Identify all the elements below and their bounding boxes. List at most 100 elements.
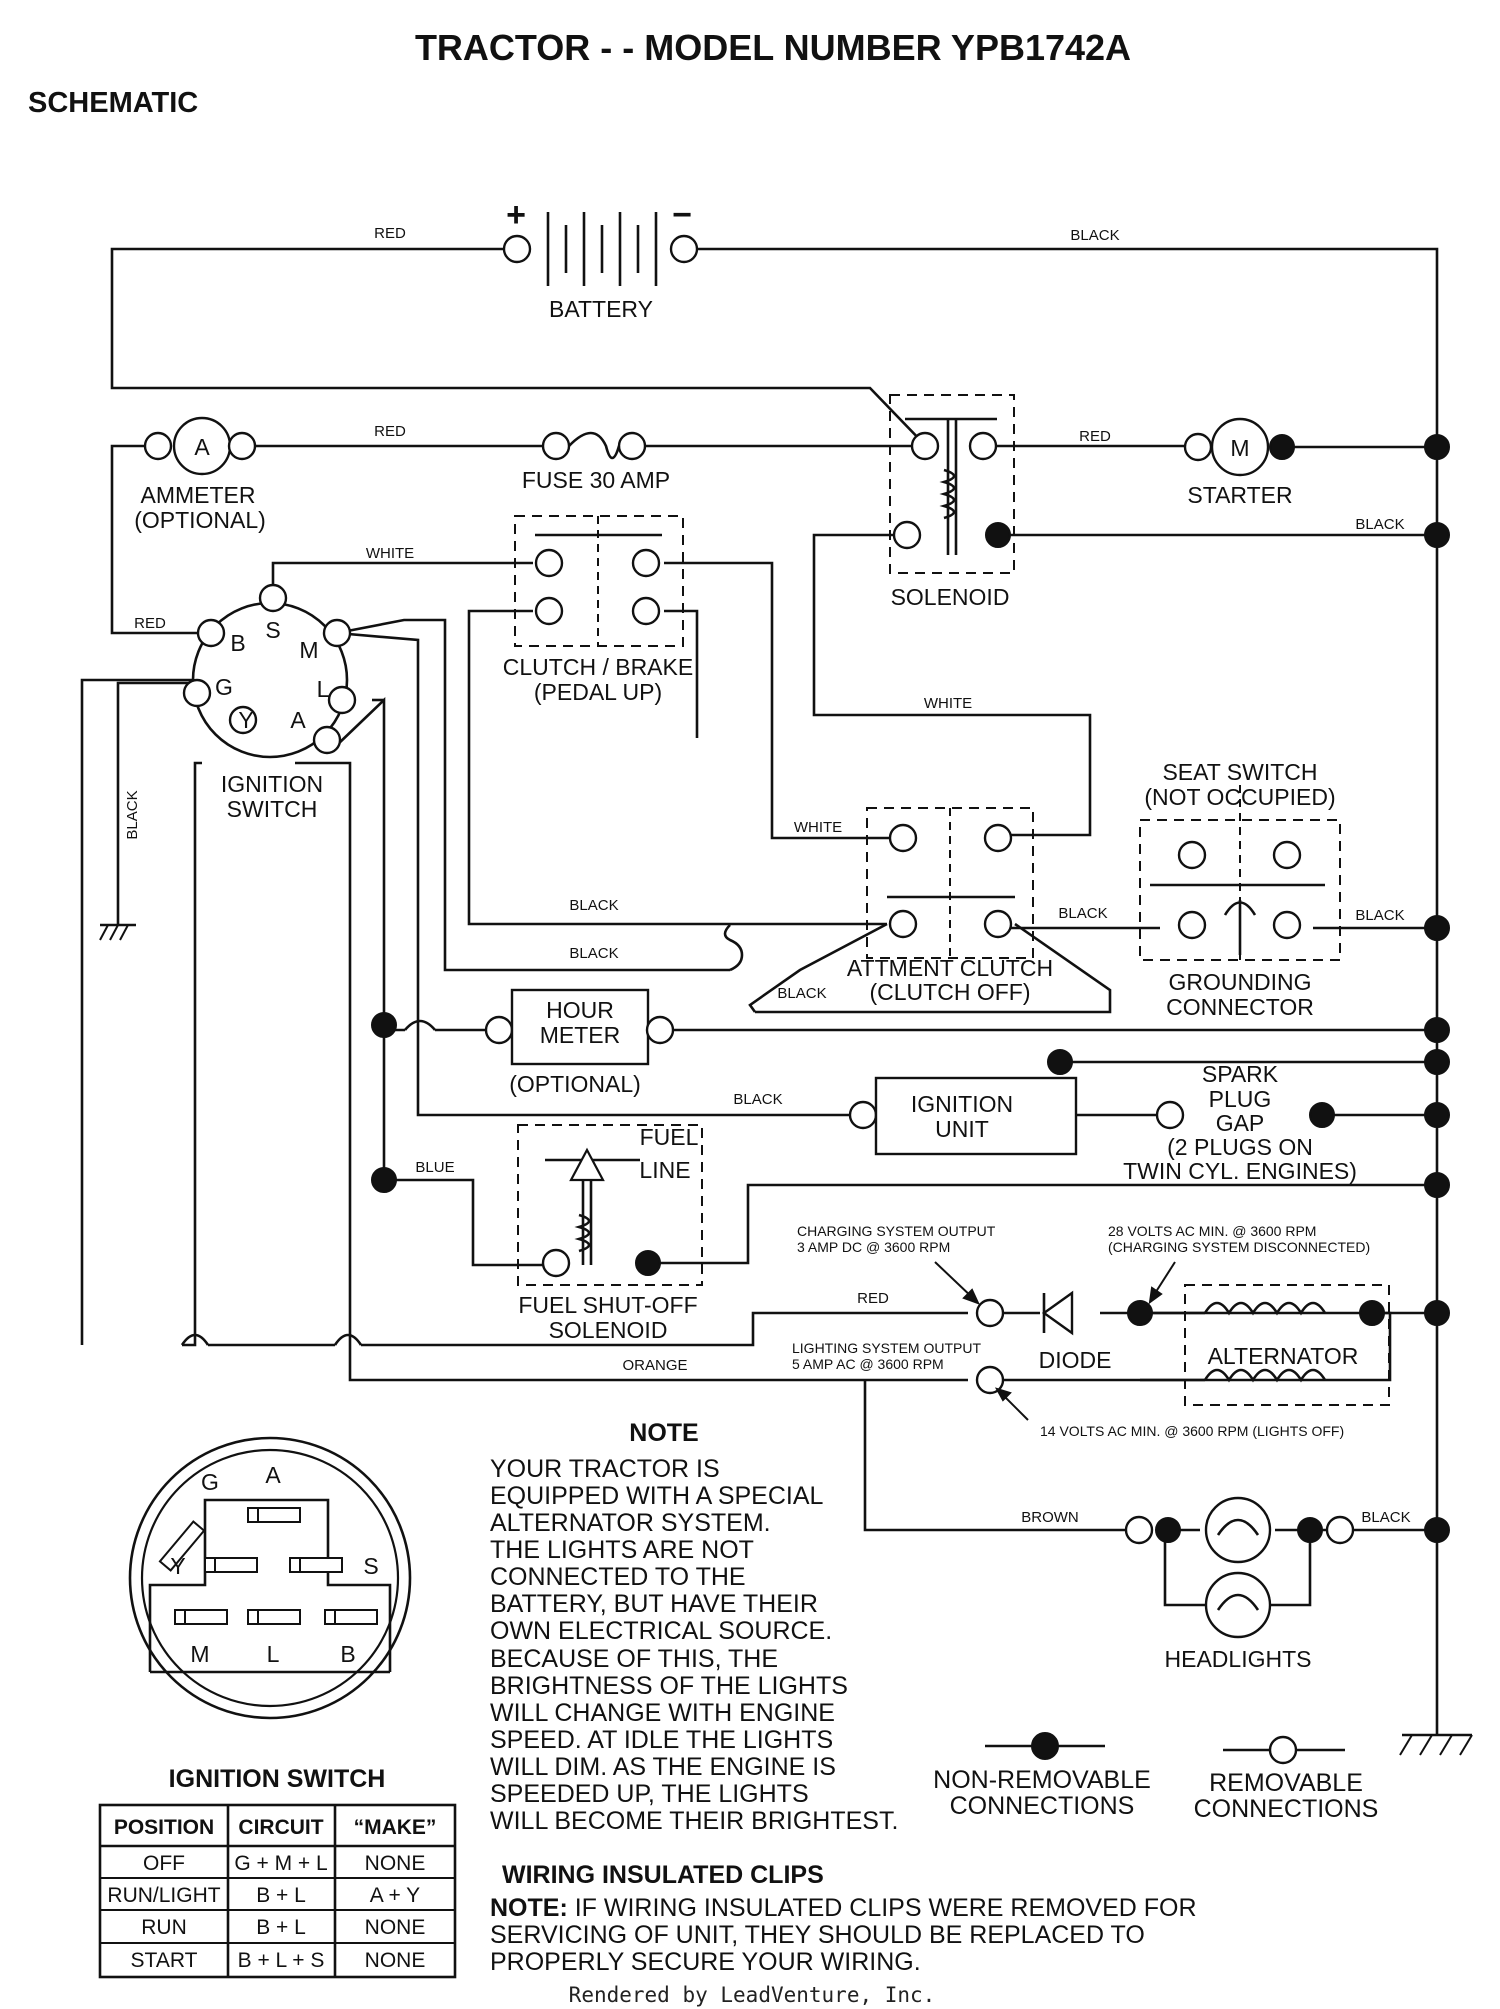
- ignition-switch-label: IGNITION: [221, 771, 323, 797]
- note-line: BECAUSE OF THIS, THE: [490, 1645, 778, 1673]
- ignition-unit-label-2: UNIT: [935, 1116, 989, 1142]
- table-cell: RUN/LIGHT: [107, 1884, 220, 1907]
- ground-bus-connections: [1424, 434, 1450, 1543]
- legend-non-removable: NON-REMOVABLE: [933, 1766, 1151, 1794]
- hour-meter-label: HOUR: [546, 997, 614, 1023]
- legend-removable: REMOVABLE: [1209, 1769, 1363, 1797]
- table-cell: START: [131, 1949, 198, 1972]
- table-cell: B + L + S: [238, 1949, 325, 1972]
- clips-note-label: NOTE:: [490, 1894, 568, 1922]
- grounding-connector-label-2: CONNECTOR: [1166, 994, 1314, 1020]
- wire-label-black-clutch-3: BLACK: [777, 985, 826, 1002]
- charging-system: DIODE ALTERNATOR: [934, 1261, 1390, 1421]
- switch-face-letter-y: Y: [170, 1553, 185, 1579]
- wire-label-black-seat-left: BLACK: [1058, 905, 1107, 922]
- wire-label-black-clutch-2: BLACK: [569, 945, 618, 962]
- wiring: [80, 247, 1473, 1756]
- note-line: WILL CHANGE WITH ENGINE: [490, 1699, 835, 1727]
- fuel-line-label-2: LINE: [639, 1157, 690, 1183]
- ignition-switch-label-2: SWITCH: [227, 796, 318, 822]
- note-line: WILL DIM. AS THE ENGINE IS: [490, 1753, 836, 1781]
- solenoid-label: SOLENOID: [891, 584, 1010, 610]
- fuel-shutoff-solenoid: FUEL LINE FUEL SHUT-OFF SOLENOID: [371, 1124, 703, 1343]
- clutch-brake-pedal-up: (PEDAL UP): [534, 679, 662, 705]
- table-cell: RUN: [141, 1916, 187, 1939]
- spark-plug-note: (2 PLUGS ON: [1167, 1134, 1313, 1160]
- headlights-label: HEADLIGHTS: [1165, 1646, 1312, 1672]
- volts-14-note: 14 VOLTS AC MIN. @ 3600 RPM (LIGHTS OFF): [1040, 1423, 1344, 1439]
- hour-meter-label-2: METER: [540, 1022, 621, 1048]
- clips-line-2: SERVICING OF UNIT, THEY SHOULD BE REPLAC…: [490, 1921, 1145, 1949]
- wire-label-red-charge: RED: [857, 1290, 889, 1307]
- attachment-clutch-label: ATTMENT CLUTCH: [847, 955, 1053, 981]
- note-line: BATTERY, BUT HAVE THEIR: [490, 1590, 818, 1618]
- alternator-note: NOTE YOUR TRACTOR IS EQUIPPED WITH A SPE…: [490, 1419, 898, 1835]
- wiring-clips-note: WIRING INSULATED CLIPS NOTE: IF WIRING I…: [490, 1861, 1197, 1976]
- wire-label-black-clutch-1: BLACK: [569, 897, 618, 914]
- page-title: TRACTOR - - MODEL NUMBER YPB1742A: [415, 27, 1131, 68]
- note-line: SPEED. AT IDLE THE LIGHTS: [490, 1726, 833, 1754]
- charging-output-note-2: 3 AMP DC @ 3600 RPM: [797, 1239, 950, 1255]
- volts-28-note-2: (CHARGING SYSTEM DISCONNECTED): [1108, 1239, 1370, 1255]
- table-cell: B + L: [256, 1884, 306, 1907]
- table-header-circuit: CIRCUIT: [238, 1816, 323, 1839]
- clips-note-text: IF WIRING INSULATED CLIPS WERE REMOVED F…: [568, 1894, 1197, 1922]
- wire-label-white-solenoid: WHITE: [924, 695, 972, 712]
- wire-label-black-ignition: BLACK: [733, 1091, 782, 1108]
- hour-meter: HOUR METER (OPTIONAL): [371, 988, 675, 1097]
- wire-label-red-switch: RED: [134, 615, 166, 632]
- lighting-output-note: LIGHTING SYSTEM OUTPUT: [792, 1340, 981, 1356]
- fuel-solenoid-label: FUEL SHUT-OFF: [518, 1292, 697, 1318]
- switch-face-letter-s: S: [363, 1553, 378, 1579]
- wire-label-black-solenoid: BLACK: [1355, 516, 1404, 533]
- ignition-table-title: IGNITION SWITCH: [169, 1765, 386, 1793]
- table-header-make: “MAKE”: [354, 1816, 437, 1839]
- ignition-terminal-m: M: [299, 637, 318, 663]
- footer-credit: Rendered by LeadVenture, Inc.: [569, 1983, 936, 2007]
- table-cell: NONE: [365, 1949, 426, 1972]
- charging-output-note: CHARGING SYSTEM OUTPUT: [797, 1223, 996, 1239]
- wire-label-black-vertical: BLACK: [124, 790, 141, 839]
- volts-28-note: 28 VOLTS AC MIN. @ 3600 RPM: [1108, 1223, 1316, 1239]
- attachment-clutch-switch: ATTMENT CLUTCH (CLUTCH OFF): [847, 807, 1053, 1005]
- wire-labels: RED BLACK RED RED BLACK WHITE RED WHITE …: [124, 225, 1411, 1526]
- solenoid: SOLENOID: [889, 394, 1015, 610]
- starter-label: STARTER: [1187, 482, 1292, 508]
- table-cell: OFF: [143, 1852, 185, 1875]
- fuel-solenoid-label-2: SOLENOID: [549, 1317, 668, 1343]
- diode-label: DIODE: [1039, 1347, 1112, 1373]
- table-cell: G + M + L: [234, 1852, 327, 1875]
- wire-label-red-battery: RED: [374, 225, 406, 242]
- ammeter-optional: (OPTIONAL): [134, 507, 266, 533]
- table-cell: A + Y: [370, 1884, 420, 1907]
- battery-negative-sign: −: [672, 196, 692, 234]
- spark-plug-note-2: TWIN CYL. ENGINES): [1123, 1158, 1357, 1184]
- seat-switch-not-occupied: (NOT OCCUPIED): [1144, 784, 1335, 810]
- switch-face-letter-a: A: [265, 1462, 281, 1488]
- ignition-terminal-l: L: [317, 676, 330, 702]
- table-cell: NONE: [365, 1916, 426, 1939]
- table-cell: NONE: [365, 1852, 426, 1875]
- switch-face-letter-g: G: [201, 1469, 219, 1495]
- ignition-unit: IGNITION UNIT SPARK PLUG GAP (2 PLUGS ON…: [848, 1049, 1357, 1184]
- hour-meter-optional: (OPTIONAL): [509, 1071, 641, 1097]
- fuse-label: FUSE 30 AMP: [522, 467, 670, 493]
- switch-face-letter-m: M: [190, 1641, 209, 1667]
- grounding-connector-label: GROUNDING: [1168, 969, 1311, 995]
- ammeter-symbol: A: [194, 434, 210, 460]
- connection-legend: NON-REMOVABLE CONNECTIONS REMOVABLE CONN…: [933, 1732, 1379, 1823]
- ignition-terminal-s: S: [265, 617, 280, 643]
- wire-label-red-ammeter: RED: [374, 423, 406, 440]
- starter-symbol: M: [1230, 435, 1249, 461]
- ignition-switch: B S M G L Y A IGNITION SWITCH: [182, 583, 357, 822]
- lighting-output-note-2: 5 AMP AC @ 3600 RPM: [792, 1356, 944, 1372]
- ammeter: A AMMETER (OPTIONAL): [134, 416, 266, 533]
- wire-label-black-seat-right: BLACK: [1355, 907, 1404, 924]
- ignition-terminal-y: Y: [238, 707, 253, 733]
- attachment-clutch-off: (CLUTCH OFF): [870, 979, 1031, 1005]
- note-line: OWN ELECTRICAL SOURCE.: [490, 1617, 832, 1645]
- table-cell: B + L: [256, 1916, 306, 1939]
- ignition-terminal-a: A: [290, 707, 306, 733]
- switch-face-letter-b: B: [340, 1641, 355, 1667]
- legend-removable-2: CONNECTIONS: [1194, 1795, 1379, 1823]
